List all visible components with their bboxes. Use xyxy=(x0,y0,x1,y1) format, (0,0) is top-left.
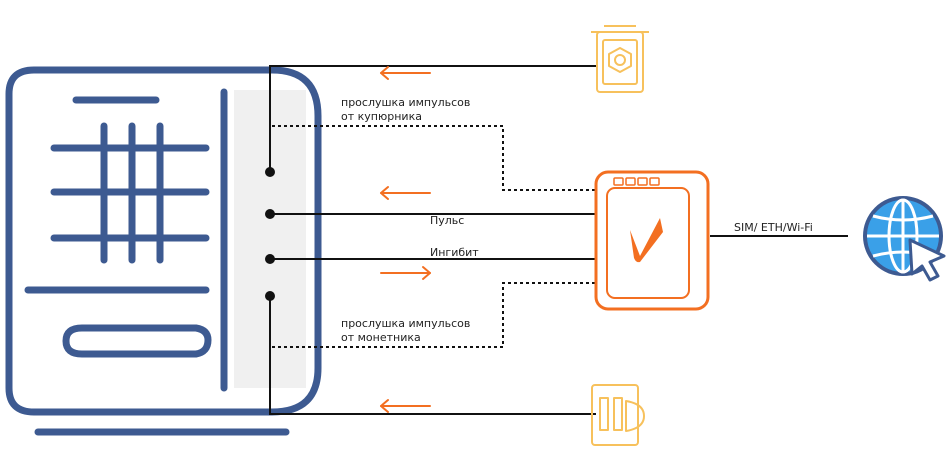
bill-acceptor-icon xyxy=(591,25,649,93)
bill-listen-label-line1: прослушка импульсов xyxy=(341,96,471,109)
bill-listen-label-line2: от купюрника xyxy=(341,110,422,123)
direction-arrows xyxy=(380,66,431,413)
cursor-icon xyxy=(908,238,946,282)
pulse-label: Пульс xyxy=(430,214,465,227)
vending-machine-icon xyxy=(5,66,322,436)
coin-listen-label-line2: от монетника xyxy=(341,331,421,344)
wires xyxy=(269,65,848,415)
arrow-left-icon xyxy=(380,399,431,413)
coin-acceptor-icon xyxy=(591,384,645,446)
bill-listen-wire xyxy=(272,125,596,191)
bill-acceptor-wire xyxy=(269,65,596,172)
coin-acceptor-wire xyxy=(269,296,596,415)
junction-dot xyxy=(265,254,275,264)
junction-dot xyxy=(265,167,275,177)
listen-wires xyxy=(272,125,596,348)
arrow-right-icon xyxy=(380,266,431,280)
coin-listen-wire xyxy=(272,282,596,348)
connection-label: SIM/ ETH/Wi-Fi xyxy=(734,221,813,234)
junction-dot xyxy=(265,291,275,301)
inhibit-label: Ингибит xyxy=(430,246,479,259)
globe-cursor-icon xyxy=(863,196,946,282)
junction-dot xyxy=(265,209,275,219)
coin-listen-label-line1: прослушка импульсов xyxy=(341,317,471,330)
junction-dots xyxy=(265,167,275,301)
arrow-left-icon xyxy=(380,186,431,200)
arrow-left-icon xyxy=(380,66,431,80)
telemetry-controller-icon xyxy=(594,170,710,311)
brand-logo-icon xyxy=(630,218,663,263)
